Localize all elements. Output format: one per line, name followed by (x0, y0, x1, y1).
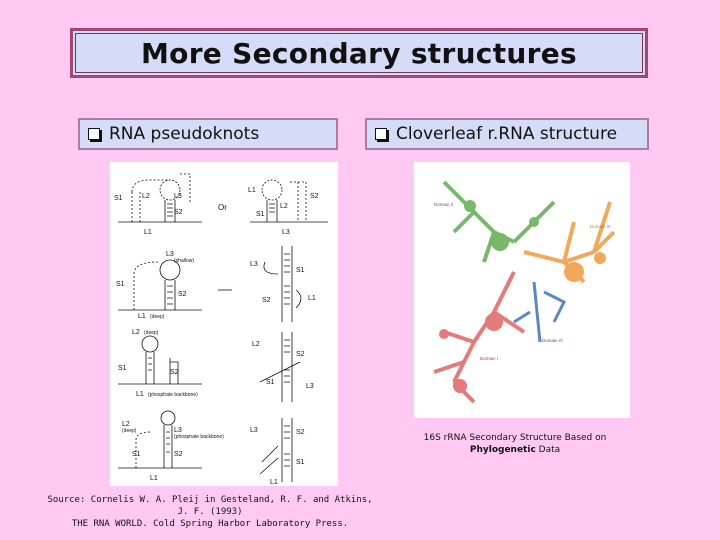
checkbox-bullet-icon (375, 128, 387, 140)
domain-i-loop (453, 379, 467, 393)
b-l3-label: L3 (166, 251, 174, 258)
c-l1-label: L1 (136, 391, 144, 398)
d-l1-label: L1 (150, 475, 158, 482)
source-line2: THE RNA WORLD. Cold Spring Harbor Labora… (71, 519, 349, 529)
domain-ii-loop (491, 233, 509, 251)
a-s1-label: S1 (114, 195, 123, 202)
row-b-left-structure (118, 259, 202, 311)
domain-ii-stem (442, 180, 515, 244)
domain-ii-label: Domain II (434, 202, 453, 207)
rrna-figure: Domain II Domain III Domain IV Domain I (414, 162, 630, 418)
c-l2-label: L2 (132, 329, 140, 336)
d-s1-label: S1 (132, 451, 141, 458)
domain-i-region (433, 271, 526, 404)
domain-i-label: Domain I (480, 356, 498, 361)
d2-s2-label: S2 (296, 429, 305, 436)
domain-ii-loop (529, 217, 539, 227)
source-citation: Source: Cornelis W. A. Pleij in Gestelan… (40, 494, 380, 530)
d-l3-label: L3 (174, 427, 182, 434)
b-l1-note: (deep) (150, 314, 165, 320)
source-line1: Source: Cornelis W. A. Pleij in Gestelan… (47, 495, 373, 517)
c-l1-note: (phosphate backbone) (148, 392, 198, 398)
domain-i-loop (485, 313, 503, 331)
domain-iv-label: Domain IV (542, 338, 563, 343)
c2-s1-label: S1 (266, 379, 275, 386)
checkbox-bullet-icon (88, 128, 100, 140)
rrna-diagram: Domain II Domain III Domain IV Domain I (433, 180, 616, 404)
domain-ii-region (442, 180, 556, 263)
row-a-left-structure (118, 173, 202, 223)
b2-s2-label: S2 (262, 297, 271, 304)
row-d-right-structure (259, 418, 293, 482)
row-c-right-structure (259, 332, 301, 402)
b-s2-label: S2 (178, 291, 187, 298)
b-l1-label: L1 (138, 313, 146, 320)
c2-l2-label: L2 (252, 341, 260, 348)
domain-iii-label: Domain III (590, 224, 611, 229)
slide-title: More Secondary structures (141, 36, 577, 70)
pseudoknot-figure: A B C D S1 L2 L3 S2 L1 Or L1 S2 S1 L2 L3 (94, 162, 338, 486)
title-box: More Secondary structures (70, 28, 648, 78)
cloverleaf-label: Cloverleaf r.RNA structure (396, 124, 618, 144)
a2-s1-label: S1 (256, 211, 265, 218)
row-d-left-structure (118, 410, 202, 469)
row-a-right-structure (250, 179, 328, 223)
d2-s1-label: S1 (296, 459, 305, 466)
caption-line1: 16S rRNA Secondary Structure Based on (423, 433, 607, 443)
row-c-left-structure (118, 335, 202, 385)
c2-s2-label: S2 (296, 351, 305, 358)
a-s2-label: S2 (174, 209, 183, 216)
b-s1-label: S1 (116, 281, 125, 288)
pseudoknot-diagram: A B C D S1 L2 L3 S2 L1 Or L1 S2 S1 L2 L3 (94, 173, 328, 486)
d-s2-label: S2 (174, 451, 183, 458)
b2-l1-label: L1 (308, 295, 316, 302)
c-s1-label: S1 (118, 365, 127, 372)
domain-iii-loop (594, 252, 606, 264)
d2-l3-label: L3 (250, 427, 258, 434)
cloverleaf-header: Cloverleaf r.RNA structure (365, 118, 649, 150)
domain-iv-stem (513, 281, 567, 343)
domain-iii-region (523, 201, 616, 284)
a2-s2-label: S2 (310, 193, 319, 200)
b2-s1-label: S1 (296, 267, 305, 274)
caption-line2: Phylogenetic Data (400, 444, 630, 456)
domain-iv-region (513, 281, 567, 343)
c-l2-note: (deep) (144, 330, 159, 336)
domain-iii-stem (523, 230, 616, 265)
caption-end: Data (535, 445, 561, 455)
a2-l2-label: L2 (280, 203, 288, 210)
d-l2-note: (deep) (122, 428, 137, 434)
a2-l1-label: L1 (248, 187, 256, 194)
a-l2-label: L2 (142, 193, 150, 200)
a2-l3-label: L3 (282, 229, 290, 236)
d-l3-note: (phosphate backbone) (174, 434, 224, 440)
rna-pseudoknots-label: RNA pseudoknots (109, 124, 260, 144)
domain-i-stem (433, 271, 526, 404)
rrna-caption: 16S rRNA Secondary Structure Based on Ph… (400, 432, 630, 456)
row-b-right-structure (263, 246, 302, 322)
domain-ii-loop (464, 200, 476, 212)
a-l3-label: L3 (174, 193, 182, 200)
c2-l3-label: L3 (306, 383, 314, 390)
c-s2-label: S2 (170, 369, 179, 376)
rna-pseudoknots-header: RNA pseudoknots (78, 118, 338, 150)
a-l1-label: L1 (144, 229, 152, 236)
d2-l1-label: L1 (270, 479, 278, 486)
caption-bold: Phylogenetic (469, 445, 536, 455)
domain-iii-loop (564, 262, 584, 282)
b2-l3-label: L3 (250, 261, 258, 268)
b-l3-note: (shallow) (174, 258, 194, 264)
d-l2-label: L2 (122, 421, 130, 428)
or-label: Or (218, 203, 227, 212)
domain-i-loop (439, 329, 449, 339)
